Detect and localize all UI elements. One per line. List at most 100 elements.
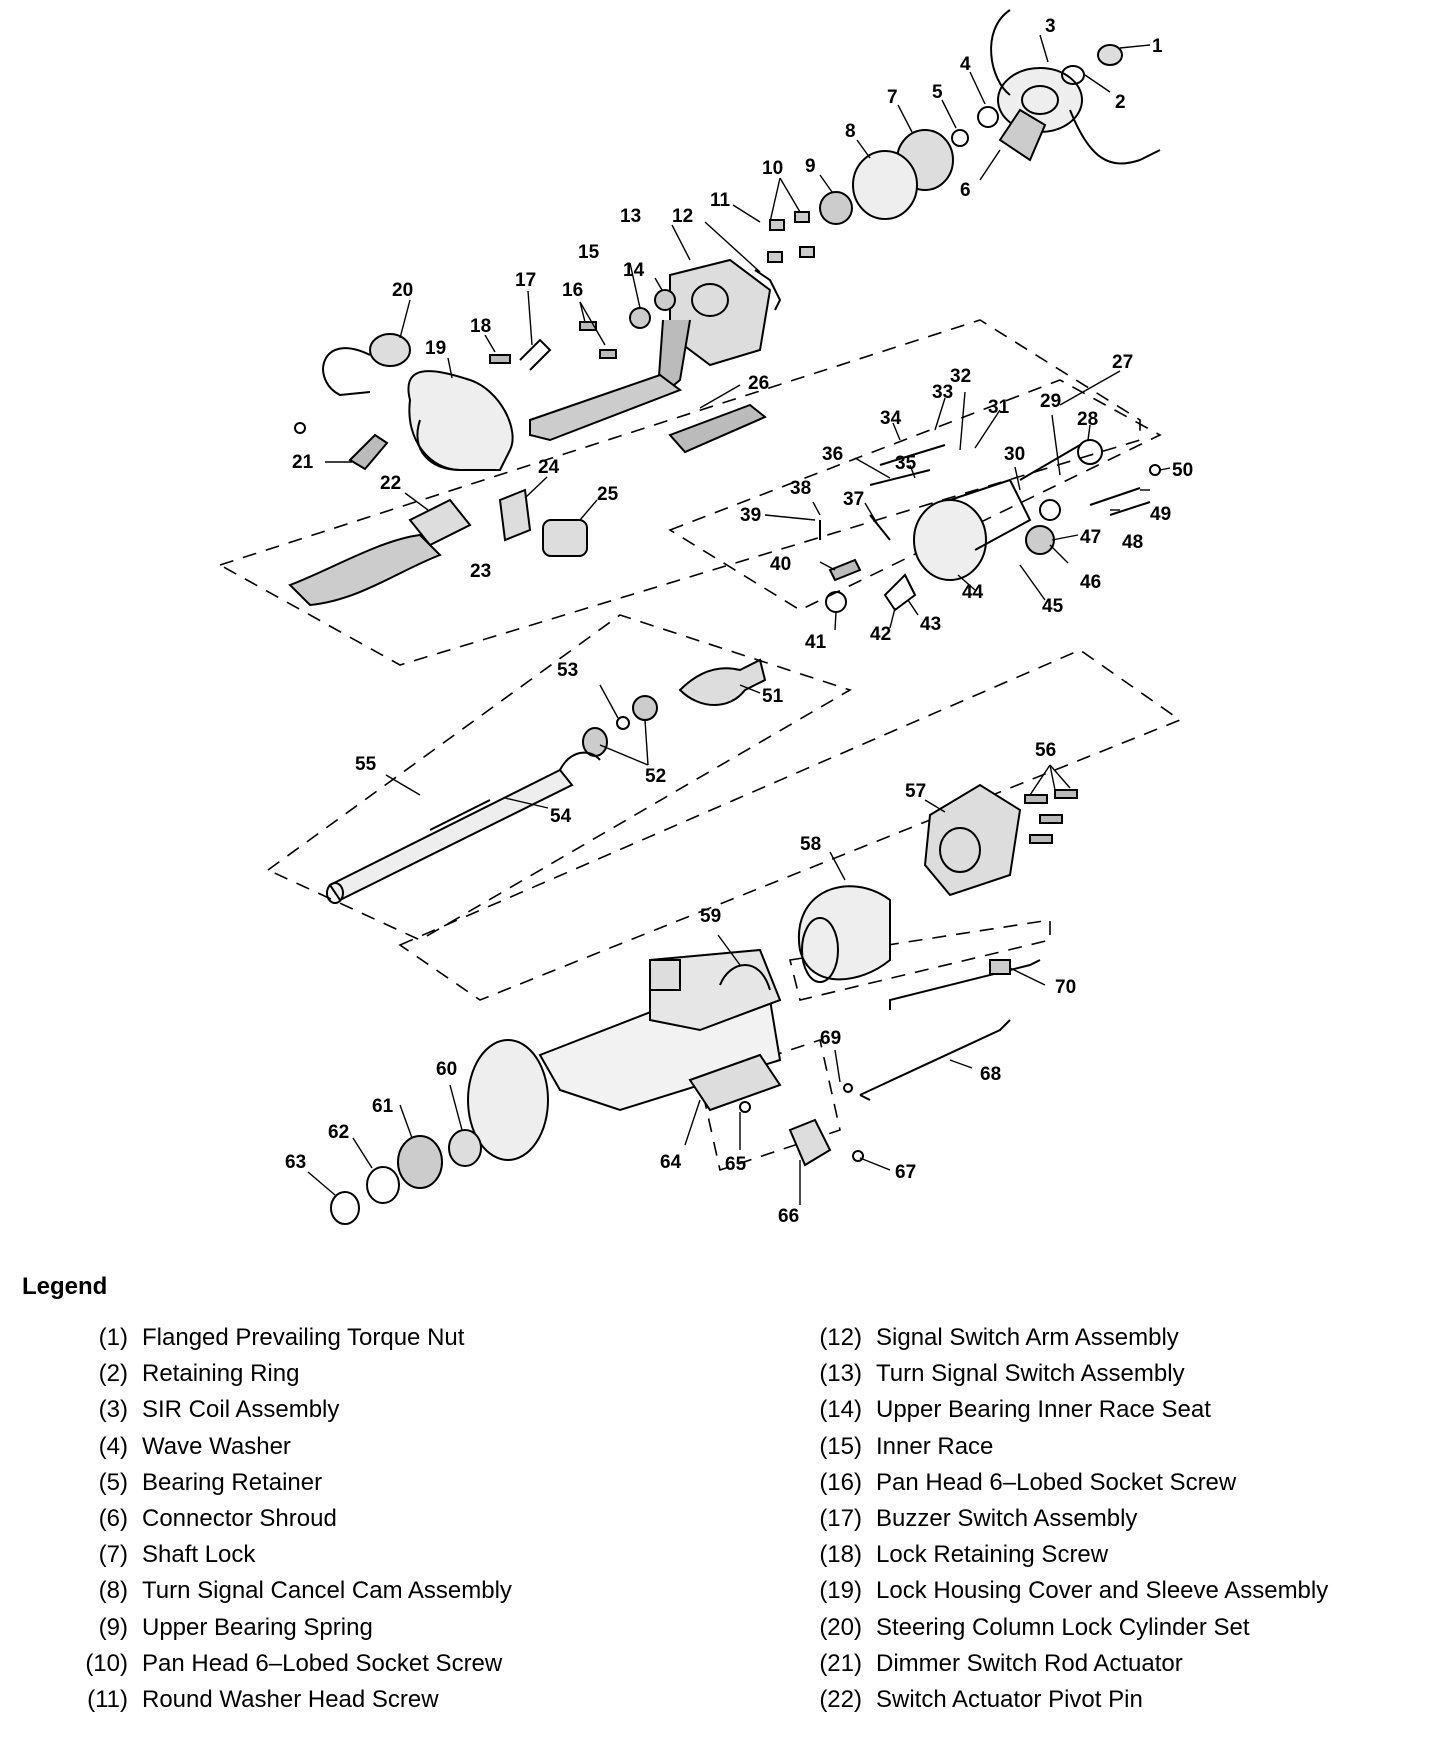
part-41 bbox=[825, 591, 847, 613]
legend-label: Lock Retaining Screw bbox=[876, 1541, 1109, 1569]
screws-16 bbox=[579, 321, 617, 359]
callout-labels: 1 2 3 4 5 6 7 8 9 10 11 12 13 14 15 16 1… bbox=[285, 16, 1193, 1227]
part-25 bbox=[542, 519, 588, 557]
legend-label: Upper Bearing Inner Race Seat bbox=[876, 1396, 1211, 1424]
legend-label: Connector Shroud bbox=[142, 1505, 337, 1533]
callout: 19 bbox=[425, 338, 446, 359]
legend-number: (1) bbox=[98, 1324, 128, 1352]
callout: 54 bbox=[550, 806, 572, 827]
callout: 55 bbox=[355, 754, 377, 775]
upper-bearing-spring bbox=[819, 191, 853, 225]
callout: 9 bbox=[805, 156, 816, 177]
callout: 69 bbox=[820, 1028, 841, 1049]
callout: 40 bbox=[770, 554, 791, 575]
legend-number: (7) bbox=[98, 1541, 128, 1569]
callout: 30 bbox=[1004, 444, 1025, 465]
legend-item: (13)Turn Signal Switch Assembly bbox=[800, 1356, 1430, 1392]
part-51 bbox=[678, 658, 767, 706]
callout: 27 bbox=[1112, 352, 1133, 373]
part-58 bbox=[797, 885, 891, 981]
legend-number: (9) bbox=[98, 1613, 128, 1641]
callout: 32 bbox=[950, 366, 971, 387]
callout: 12 bbox=[672, 206, 693, 227]
callout: 46 bbox=[1080, 572, 1101, 593]
callout: 5 bbox=[932, 82, 943, 103]
legend-label: Bearing Retainer bbox=[142, 1468, 323, 1496]
legend-item: (14)Upper Bearing Inner Race Seat bbox=[800, 1392, 1430, 1428]
legend-item: (1) Flanged Prevailing Torque Nut bbox=[64, 1320, 764, 1356]
legend-number: (12) bbox=[819, 1324, 862, 1352]
callout: 20 bbox=[392, 280, 413, 301]
legend-label: Wave Washer bbox=[142, 1432, 291, 1460]
legend-number: (8) bbox=[98, 1577, 128, 1605]
part-40 bbox=[828, 558, 862, 582]
legend-item: (10)Pan Head 6–Lobed Socket Screw bbox=[64, 1646, 764, 1682]
legend-number: (2) bbox=[98, 1360, 128, 1388]
legend-item: (4)Wave Washer bbox=[64, 1429, 764, 1465]
part-57 bbox=[923, 783, 1022, 897]
callout: 28 bbox=[1077, 409, 1098, 430]
callout: 45 bbox=[1042, 596, 1064, 617]
callout: 7 bbox=[887, 87, 898, 108]
callout: 59 bbox=[700, 906, 721, 927]
legend-label: Turn Signal Switch Assembly bbox=[876, 1360, 1185, 1388]
rod-68 bbox=[859, 1019, 1011, 1096]
part-66 bbox=[788, 1118, 832, 1167]
callout: 25 bbox=[597, 484, 619, 505]
legend-label: Flanged Prevailing Torque Nut bbox=[142, 1324, 465, 1352]
legend-label: Retaining Ring bbox=[142, 1360, 300, 1388]
callout: 61 bbox=[372, 1096, 394, 1117]
legend-label: Pan Head 6–Lobed Socket Screw bbox=[876, 1468, 1237, 1496]
legend-item: (3) SIR Coil Assembly bbox=[64, 1392, 764, 1428]
legend-item: (7) Shaft Lock bbox=[64, 1537, 764, 1573]
legend-number: (15) bbox=[819, 1432, 862, 1460]
legend-right-column: (12)Signal Switch Arm Assembly (13)Turn … bbox=[800, 1320, 1430, 1718]
legend-item: (16)Pan Head 6–Lobed Socket Screw bbox=[800, 1465, 1430, 1501]
screws-56 bbox=[1024, 789, 1078, 844]
callout: 16 bbox=[562, 280, 583, 301]
legend-label: Lock Housing Cover and Sleeve Assembly bbox=[876, 1577, 1329, 1605]
legend-label: Shaft Lock bbox=[142, 1541, 256, 1569]
legend-label: Inner Race bbox=[876, 1432, 994, 1460]
callout: 70 bbox=[1055, 977, 1076, 998]
wave-washer bbox=[977, 106, 999, 128]
callout: 65 bbox=[725, 1154, 747, 1175]
legend-item: (11)Round Washer Head Screw bbox=[64, 1682, 764, 1718]
callout: 56 bbox=[1035, 740, 1056, 761]
bearing-60 bbox=[448, 1129, 482, 1167]
legend-item: (8)Turn Signal Cancel Cam Assembly bbox=[64, 1573, 764, 1609]
callout: 63 bbox=[285, 1152, 306, 1173]
part-28 bbox=[1077, 439, 1103, 465]
callout: 34 bbox=[880, 408, 902, 429]
inner-race-seat bbox=[654, 289, 676, 311]
ring-62 bbox=[366, 1166, 400, 1204]
legend-number: (11) bbox=[87, 1685, 128, 1713]
callout: 57 bbox=[905, 781, 926, 802]
housing-44 bbox=[913, 478, 1061, 581]
legend-label: SIR Coil Assembly bbox=[142, 1396, 340, 1424]
dimmer-rod bbox=[348, 433, 389, 471]
legend-number: (5) bbox=[98, 1468, 128, 1496]
callout: 18 bbox=[470, 316, 491, 337]
callout: 4 bbox=[960, 54, 971, 75]
legend-item: (9)Upper Bearing Spring bbox=[64, 1610, 764, 1646]
legend-label: Buzzer Switch Assembly bbox=[876, 1505, 1138, 1533]
callout: 8 bbox=[845, 121, 856, 142]
legend-item: (5) Bearing Retainer bbox=[64, 1465, 764, 1501]
legend-number: (3) bbox=[98, 1396, 128, 1424]
legend-number: (17) bbox=[819, 1505, 862, 1533]
callout: 67 bbox=[895, 1162, 916, 1183]
legend-number: (20) bbox=[819, 1613, 862, 1641]
callout: 41 bbox=[805, 632, 827, 653]
callout: 23 bbox=[470, 561, 491, 582]
callout: 6 bbox=[960, 180, 971, 201]
ring-63 bbox=[330, 1191, 360, 1225]
callout: 14 bbox=[623, 260, 645, 281]
legend-item: (18)Lock Retaining Screw bbox=[800, 1537, 1430, 1573]
inner-race bbox=[629, 307, 651, 329]
part-24 bbox=[498, 488, 532, 542]
callout: 39 bbox=[740, 505, 761, 526]
legend-label: Pan Head 6–Lobed Socket Screw bbox=[142, 1649, 503, 1677]
rod-70 bbox=[889, 959, 1041, 1010]
group-boxes bbox=[218, 319, 1182, 1172]
